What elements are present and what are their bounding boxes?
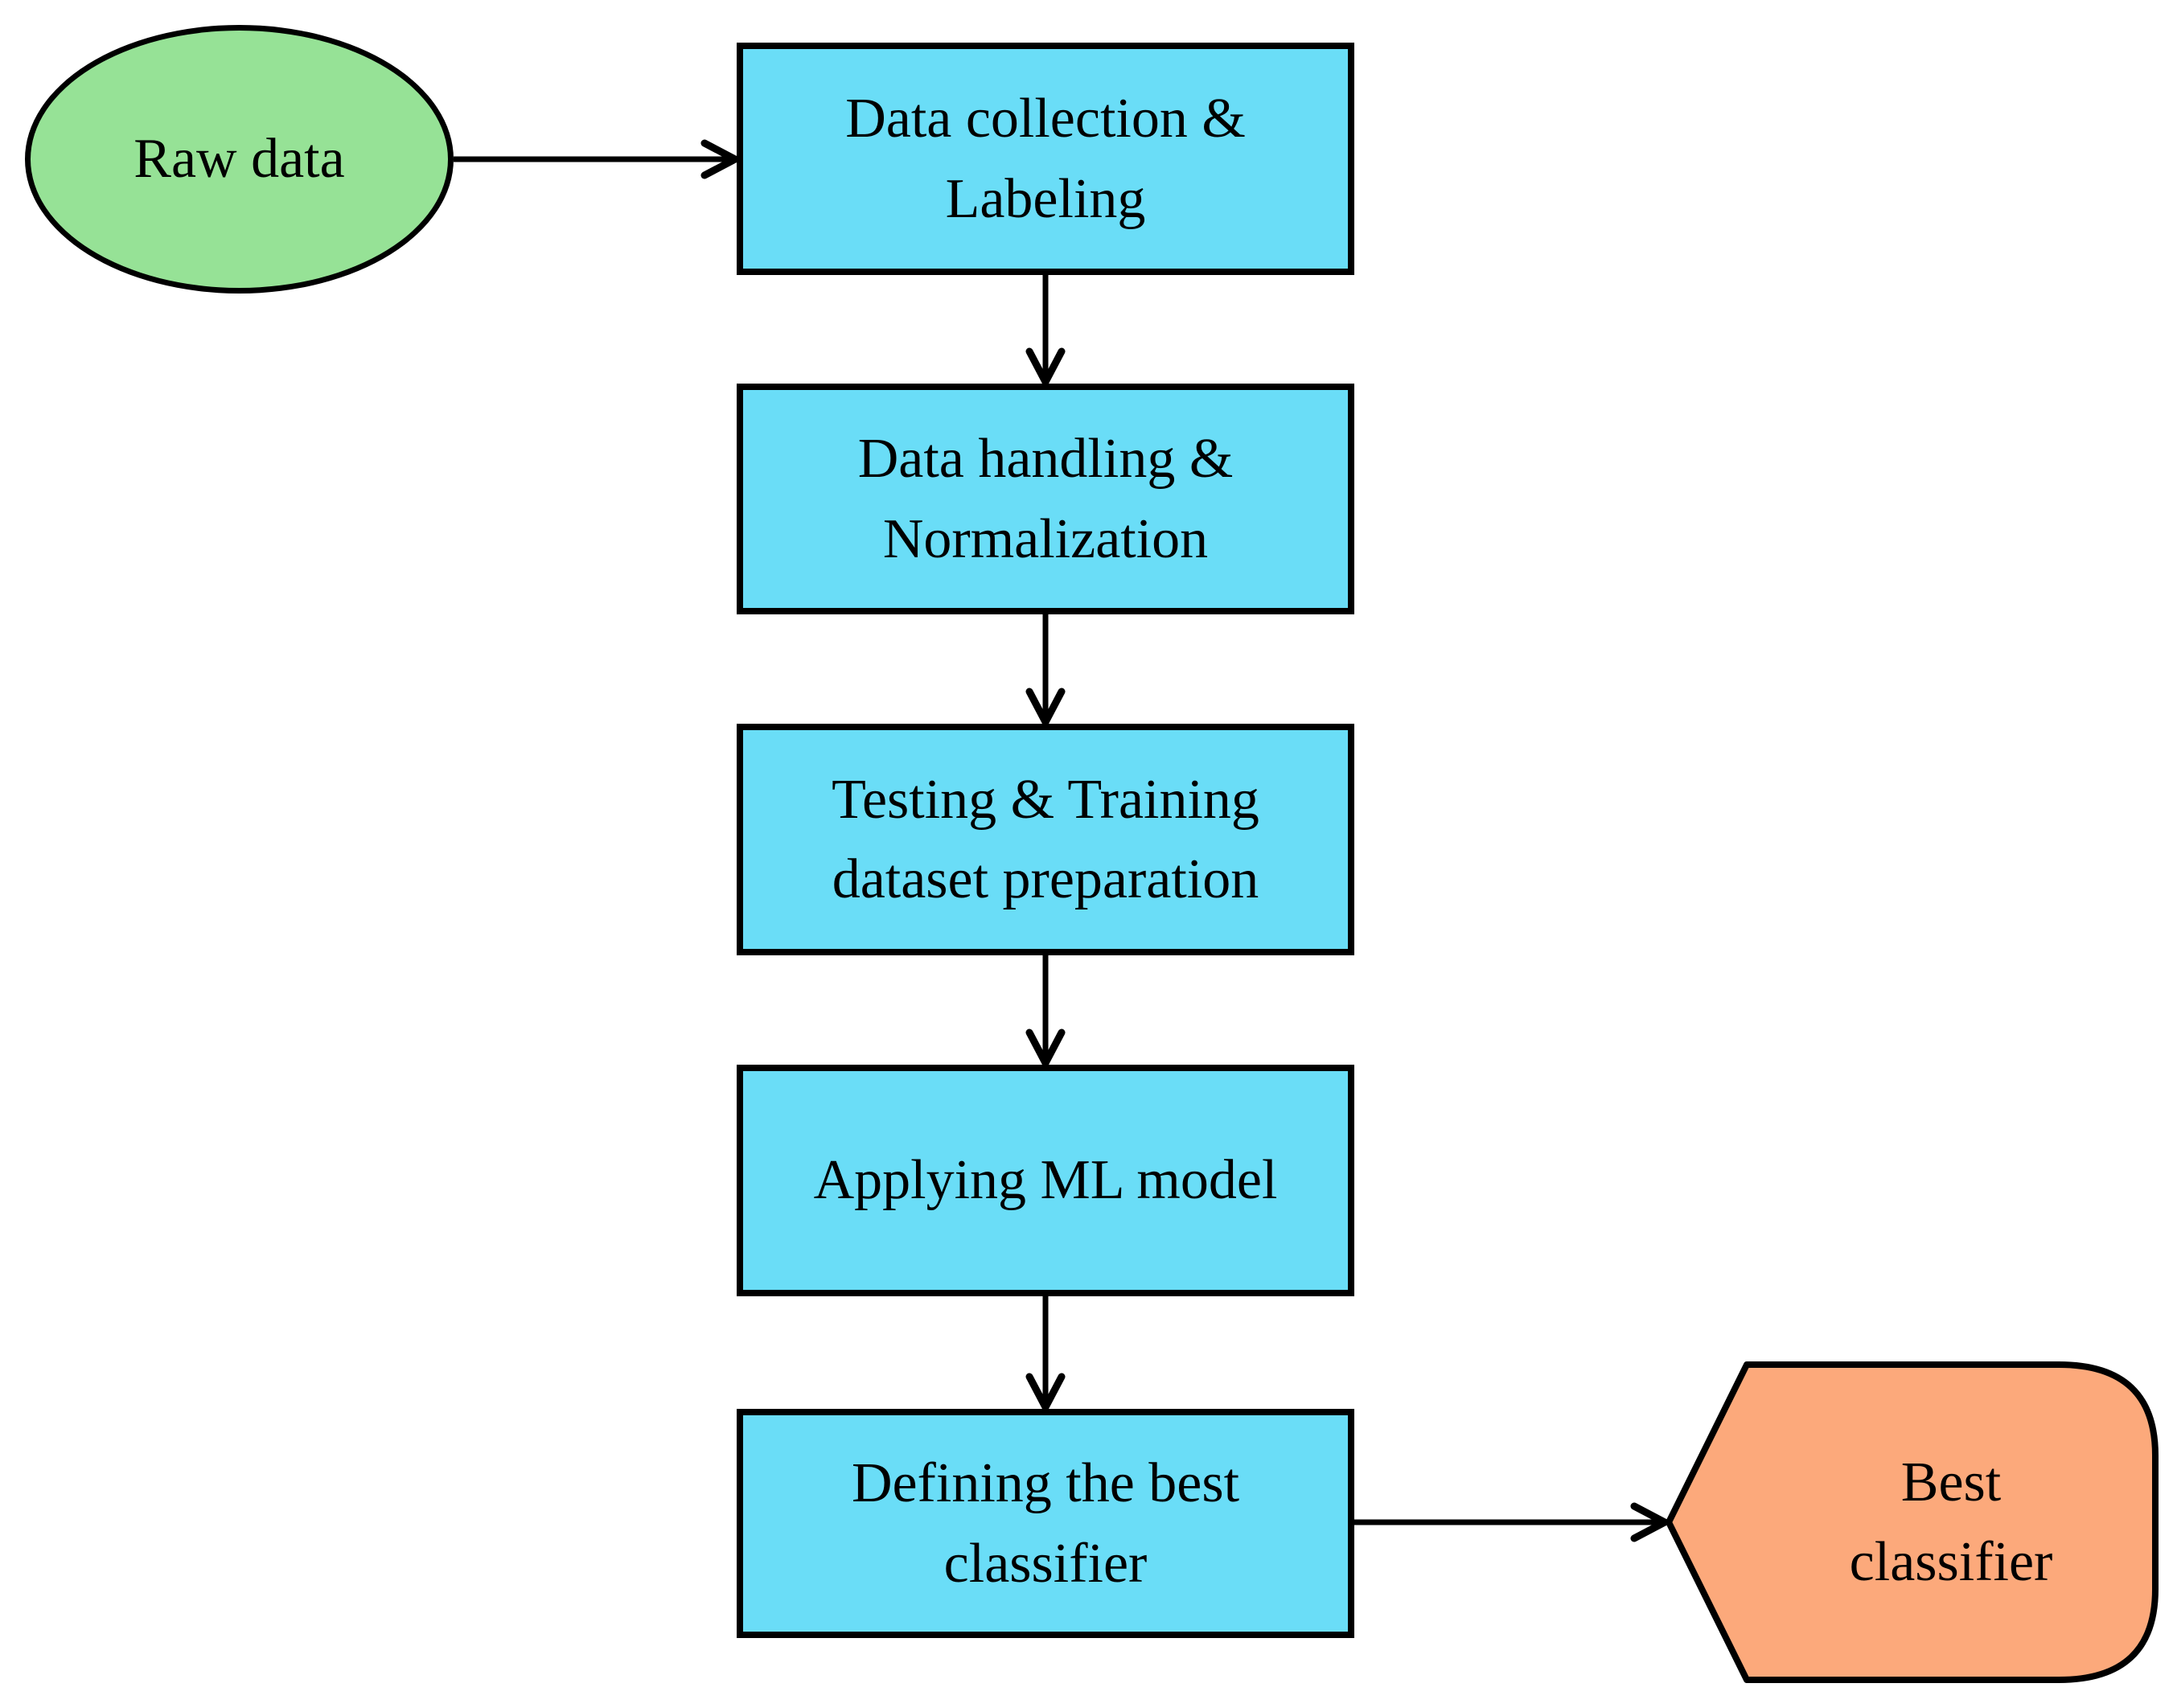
node-label: Defining the best	[851, 1452, 1240, 1515]
process-data-collection: Data collection & Labeling	[737, 43, 1354, 275]
node-label: Applying ML model	[813, 1149, 1278, 1212]
raw-data-node: Raw data	[25, 25, 454, 294]
process-defining-best-classifier: Defining the best classifier	[737, 1409, 1354, 1638]
best-classifier-node: Best classifier	[1750, 1365, 2152, 1680]
node-label: Best	[1900, 1451, 2002, 1513]
node-label: classifier	[943, 1532, 1148, 1595]
node-label: classifier	[1849, 1531, 2053, 1593]
process-applying-ml-model: Applying ML model	[737, 1065, 1354, 1296]
best-classifier-shape	[1666, 1361, 2159, 1683]
node-label: Raw data	[134, 128, 345, 191]
node-label: dataset preparation	[832, 848, 1259, 910]
node-label: Labeling	[945, 167, 1146, 230]
process-data-handling: Data handling & Normalization	[737, 384, 1354, 614]
node-label: Data collection &	[845, 88, 1246, 150]
node-label: Data handling &	[857, 428, 1234, 491]
node-label: Testing & Training	[832, 768, 1259, 831]
process-dataset-preparation: Testing & Training dataset preparation	[737, 724, 1354, 955]
node-label: Normalization	[882, 507, 1209, 570]
